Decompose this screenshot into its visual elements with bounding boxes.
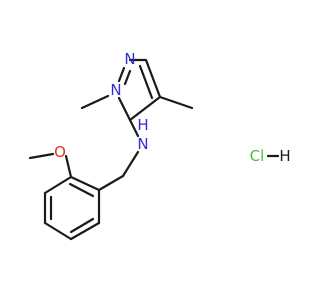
bond-benz-c5-c6 xyxy=(69,221,101,241)
bond-benz-inner-1 xyxy=(68,182,95,198)
bond-ch2-benzene xyxy=(97,174,125,192)
structure-canvas: N N N H O Cl H xyxy=(28,50,291,241)
atom-n1-label: N xyxy=(110,81,121,99)
bond-benz-inner-3 xyxy=(69,217,95,234)
salt-cl-label: Cl xyxy=(250,147,265,165)
bond-c5-n1 xyxy=(117,96,132,122)
bond-c5-amine xyxy=(128,118,140,138)
salt-h-label: H xyxy=(279,147,290,165)
atom-oxygen-label: O xyxy=(54,143,66,161)
atom-amine-h-label: H xyxy=(137,116,148,134)
bond-c3-c4 xyxy=(144,58,162,99)
bond-n1-n2 xyxy=(117,66,126,83)
bond-c3-c4-double xyxy=(138,64,154,100)
molecule-structure: N N N H O Cl H xyxy=(28,50,291,241)
bond-benz-c1-c2 xyxy=(69,175,101,192)
atom-amine-n-label: N xyxy=(137,135,148,153)
bond-amine-ch2 xyxy=(121,150,140,178)
bond-n1-methyl xyxy=(80,94,110,110)
bond-benz-c2-c3 xyxy=(43,175,73,195)
bond-benz-c4-c5 xyxy=(43,221,73,241)
bond-c4-methyl xyxy=(158,95,194,110)
bond-oxygen-methyl xyxy=(28,152,55,160)
bond-n1-n2-double xyxy=(123,69,132,86)
atom-n2-label: N xyxy=(124,50,135,68)
bond-c4-c5 xyxy=(128,95,162,122)
bond-benz-oxygen xyxy=(64,154,73,179)
